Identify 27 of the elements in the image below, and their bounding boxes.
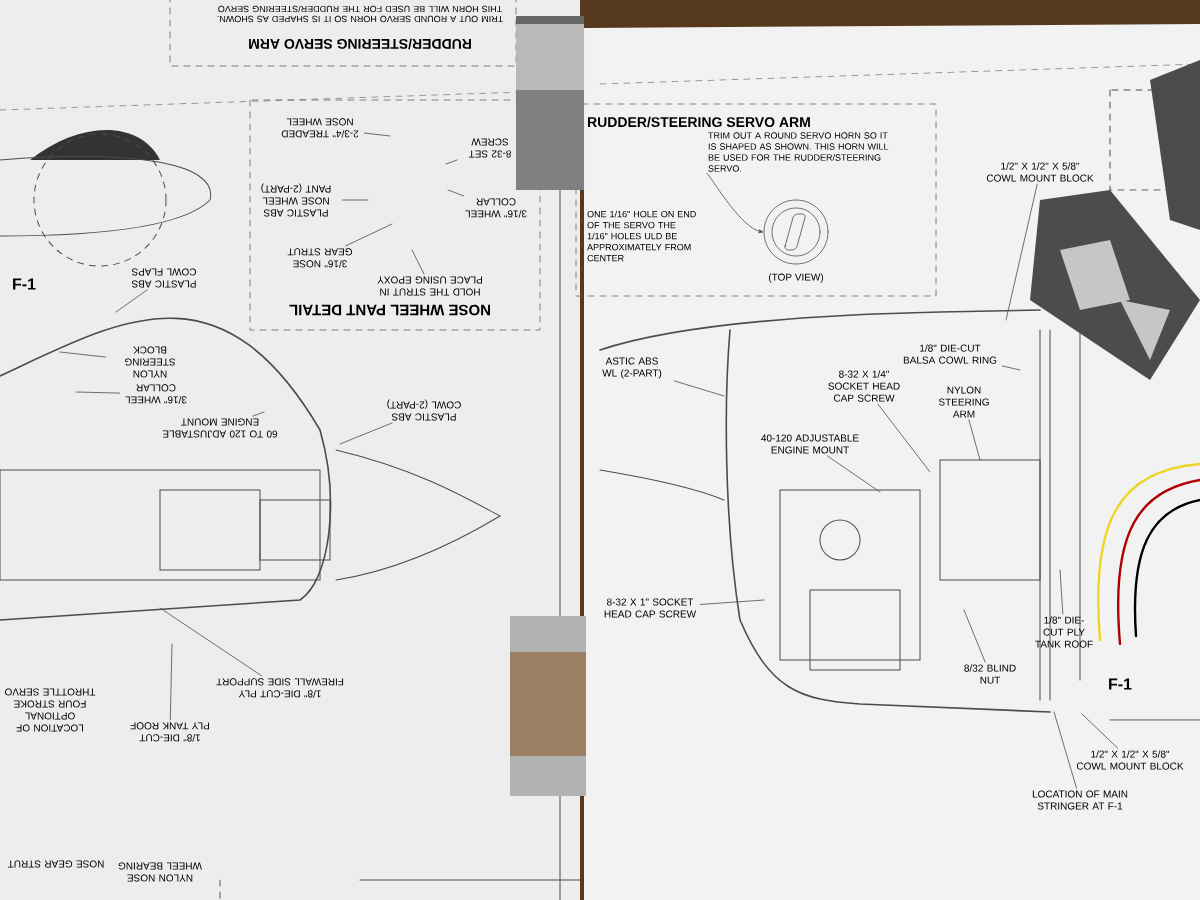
leader-line (1005, 183, 1038, 321)
leader-line (115, 289, 148, 313)
arrow (706, 172, 763, 233)
plan-label: F-1 (13, 278, 36, 290)
leader-line (877, 403, 931, 473)
leader-line (1002, 365, 1021, 371)
leader-line (447, 189, 465, 197)
plan-label: F-1 (1109, 678, 1132, 690)
leader-line (1081, 713, 1118, 749)
leader-line (364, 132, 391, 137)
leader-line (159, 607, 263, 677)
leader-line (339, 422, 393, 445)
leader-line (59, 351, 106, 358)
leader-line (445, 159, 458, 165)
leader-line (411, 249, 425, 275)
leader-line (963, 609, 986, 663)
leader-line (968, 419, 981, 461)
leader-line (1053, 711, 1077, 789)
leader-line (674, 380, 725, 397)
leader-line (345, 223, 393, 247)
leader-line (169, 643, 173, 721)
leader-line (75, 391, 120, 394)
leader-line (700, 599, 765, 605)
leader-line (342, 199, 369, 201)
leader-line (1059, 569, 1064, 615)
leader-line (827, 455, 881, 493)
leader-line (252, 411, 265, 417)
